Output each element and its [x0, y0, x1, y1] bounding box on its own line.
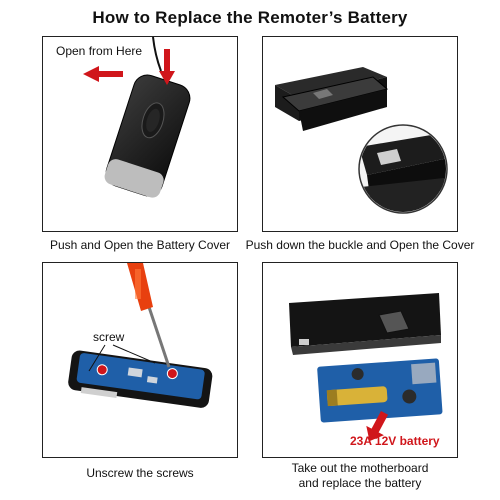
open-arrow-left [83, 66, 123, 82]
step-1-panel [42, 36, 238, 232]
step-3-panel [42, 262, 238, 458]
step-4-caption-line2: and replace the battery [298, 476, 422, 490]
step-4-panel [262, 262, 458, 458]
step-2-caption: Push down the buckle and Open the Cover [245, 238, 475, 252]
buckle-open-illustration [275, 67, 448, 214]
unscrew-illustration [68, 263, 213, 408]
page-title: How to Replace the Remoter’s Battery [92, 8, 408, 27]
replace-battery-illustration [289, 293, 443, 442]
screw-label: screw [93, 330, 125, 344]
push-arrow-down [159, 49, 175, 85]
remote-open-illustration [83, 37, 191, 198]
step-2-panel [262, 36, 458, 232]
step-1-caption: Push and Open the Battery Cover [49, 238, 231, 252]
step-3-caption: Unscrew the screws [86, 466, 194, 480]
battery-label: 23A 12V battery [350, 434, 440, 448]
step-4-caption: Take out the motherboard and replace the… [238, 461, 482, 491]
step-4-caption-line1: Take out the motherboard [291, 461, 429, 475]
open-from-here-label: Open from Here [56, 44, 143, 58]
